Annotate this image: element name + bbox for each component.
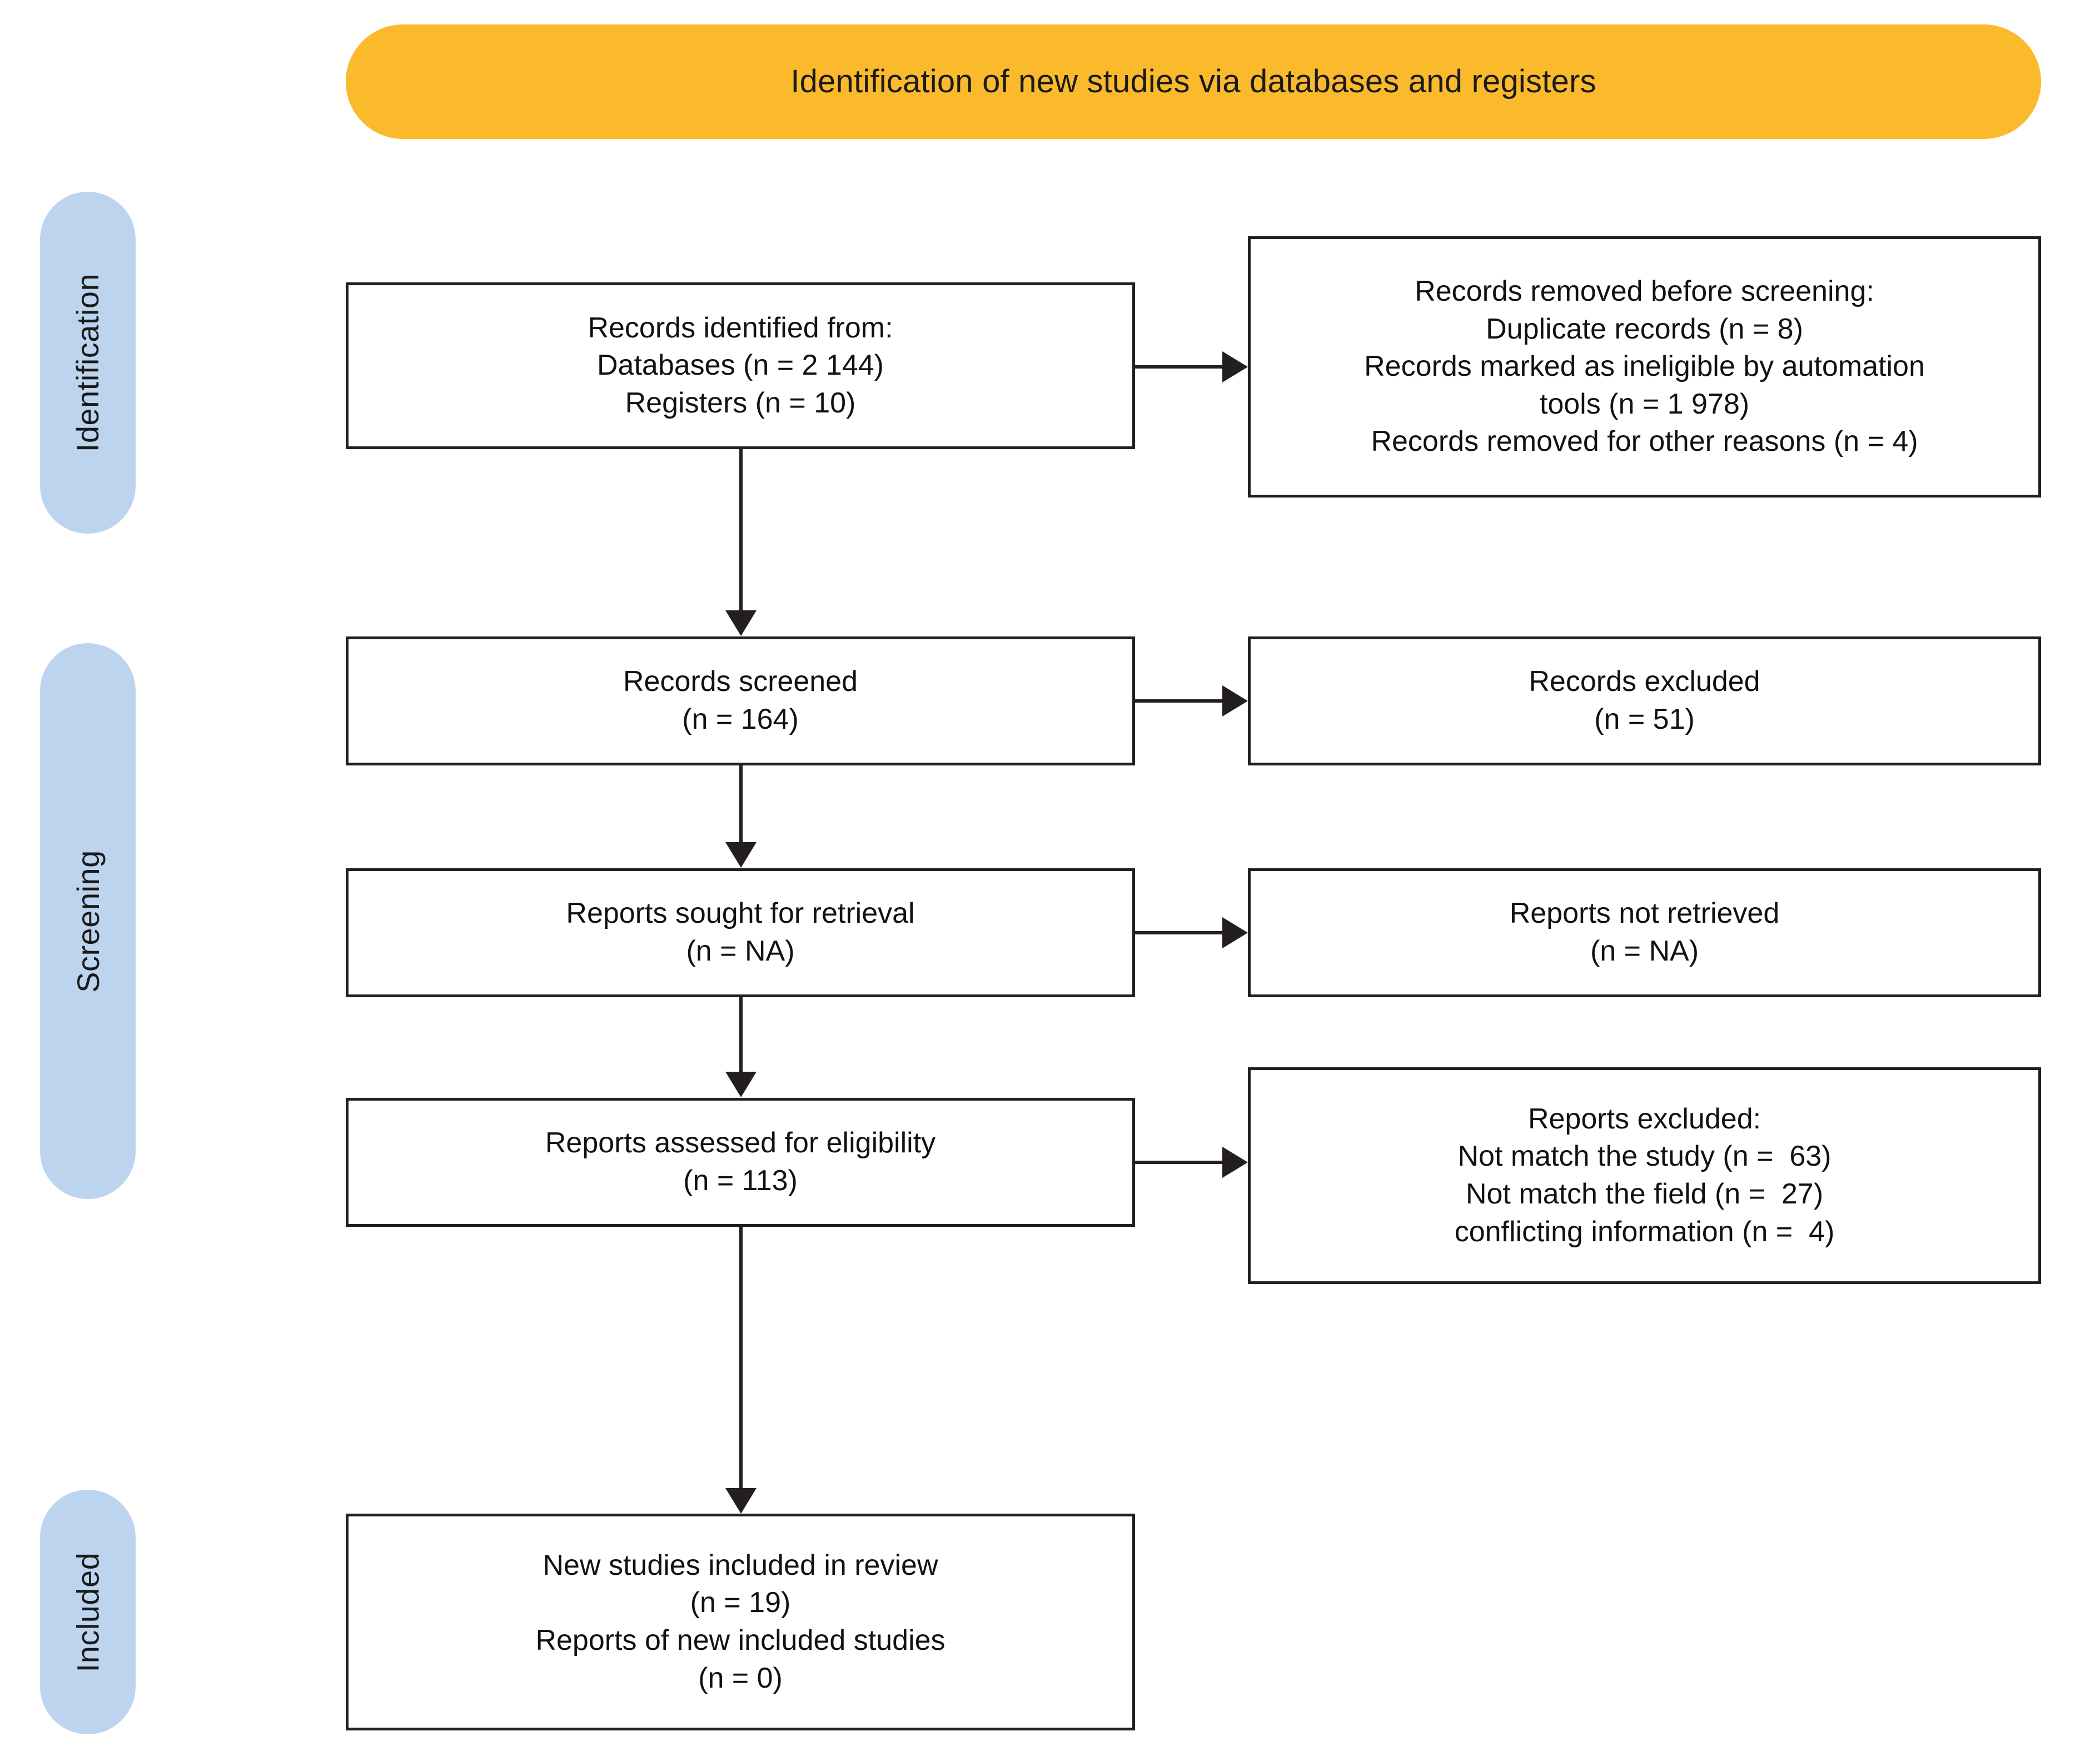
box-line: New studies included in review xyxy=(543,1549,938,1581)
box-line: (n = 51) xyxy=(1594,703,1695,735)
box-records-identified: Records identified from: Databases (n = … xyxy=(346,282,1135,449)
box-line: conflicting information (n = 4) xyxy=(1454,1215,1835,1248)
box-line: Records screened xyxy=(623,665,858,698)
stage-pill-screening: Screening xyxy=(40,643,136,1199)
box-line: Not match the field (n = 27) xyxy=(1465,1178,1824,1210)
box-line: (n = NA) xyxy=(1590,935,1699,967)
connector-sought-to-not-retrieved xyxy=(1135,931,1223,934)
connector-assessed-to-included xyxy=(739,1227,743,1488)
box-line: Reports excluded: xyxy=(1527,1102,1761,1135)
box-line: Reports not retrieved xyxy=(1509,897,1780,930)
box-line: Records removed for other reasons (n = 4… xyxy=(1371,425,1918,458)
arrow-right-icon xyxy=(1222,1147,1248,1178)
banner-title: Identification of new studies via databa… xyxy=(790,63,1596,100)
box-line: Records removed before screening: xyxy=(1415,275,1874,308)
box-reports-assessed-for-eligibility: Reports assessed for eligibility (n = 11… xyxy=(346,1098,1135,1227)
connector-sought-to-assessed xyxy=(739,997,743,1072)
box-reports-not-retrieved: Reports not retrieved (n = NA) xyxy=(1248,868,2041,997)
box-line: (n = 164) xyxy=(682,703,799,735)
connector-screened-to-excluded xyxy=(1135,699,1223,703)
box-reports-excluded: Reports excluded: Not match the study (n… xyxy=(1248,1067,2041,1284)
box-records-excluded: Records excluded (n = 51) xyxy=(1248,636,2041,765)
box-line: Databases (n = 2 144) xyxy=(597,349,884,382)
box-line: (n = NA) xyxy=(686,935,795,967)
arrow-down-icon xyxy=(725,842,757,868)
arrow-down-icon xyxy=(725,1488,757,1514)
arrow-down-icon xyxy=(725,1072,757,1097)
connector-identified-to-screened xyxy=(739,449,743,610)
stage-label-identification: Identification xyxy=(70,273,106,452)
stage-label-included: Included xyxy=(70,1552,106,1672)
box-line: Registers (n = 10) xyxy=(625,386,856,419)
box-line: Records excluded xyxy=(1529,665,1760,698)
stage-label-screening: Screening xyxy=(70,849,106,993)
arrow-down-icon xyxy=(725,610,757,636)
box-line: Reports assessed for eligibility xyxy=(545,1127,936,1160)
connector-assessed-to-reports-excluded xyxy=(1135,1161,1223,1164)
box-line: (n = 19) xyxy=(690,1586,791,1619)
box-line: Records identified from: xyxy=(588,311,893,344)
box-records-removed-before-screening: Records removed before screening: Duplic… xyxy=(1248,236,2041,498)
box-reports-sought-for-retrieval: Reports sought for retrieval (n = NA) xyxy=(346,868,1135,997)
box-line: tools (n = 1 978) xyxy=(1539,387,1750,420)
box-line: (n = 113) xyxy=(683,1165,798,1197)
arrow-right-icon xyxy=(1222,351,1248,382)
box-new-studies-included: New studies included in review (n = 19) … xyxy=(346,1514,1135,1730)
arrow-right-icon xyxy=(1222,917,1248,948)
arrow-right-icon xyxy=(1222,685,1248,717)
connector-identified-to-removed xyxy=(1135,365,1223,369)
header-banner: Identification of new studies via databa… xyxy=(346,24,2041,139)
box-line: (n = 0) xyxy=(698,1662,783,1694)
stage-pill-identification: Identification xyxy=(40,192,136,534)
box-line: Reports sought for retrieval xyxy=(566,897,915,930)
box-line: Duplicate records (n = 8) xyxy=(1486,312,1803,345)
box-line: Records marked as ineligible by automati… xyxy=(1364,350,1925,383)
box-line: Reports of new included studies xyxy=(535,1624,946,1656)
stage-pill-included: Included xyxy=(40,1490,136,1734)
box-line: Not match the study (n = 63) xyxy=(1457,1140,1832,1173)
connector-screened-to-sought xyxy=(739,765,743,842)
box-records-screened: Records screened (n = 164) xyxy=(346,636,1135,765)
